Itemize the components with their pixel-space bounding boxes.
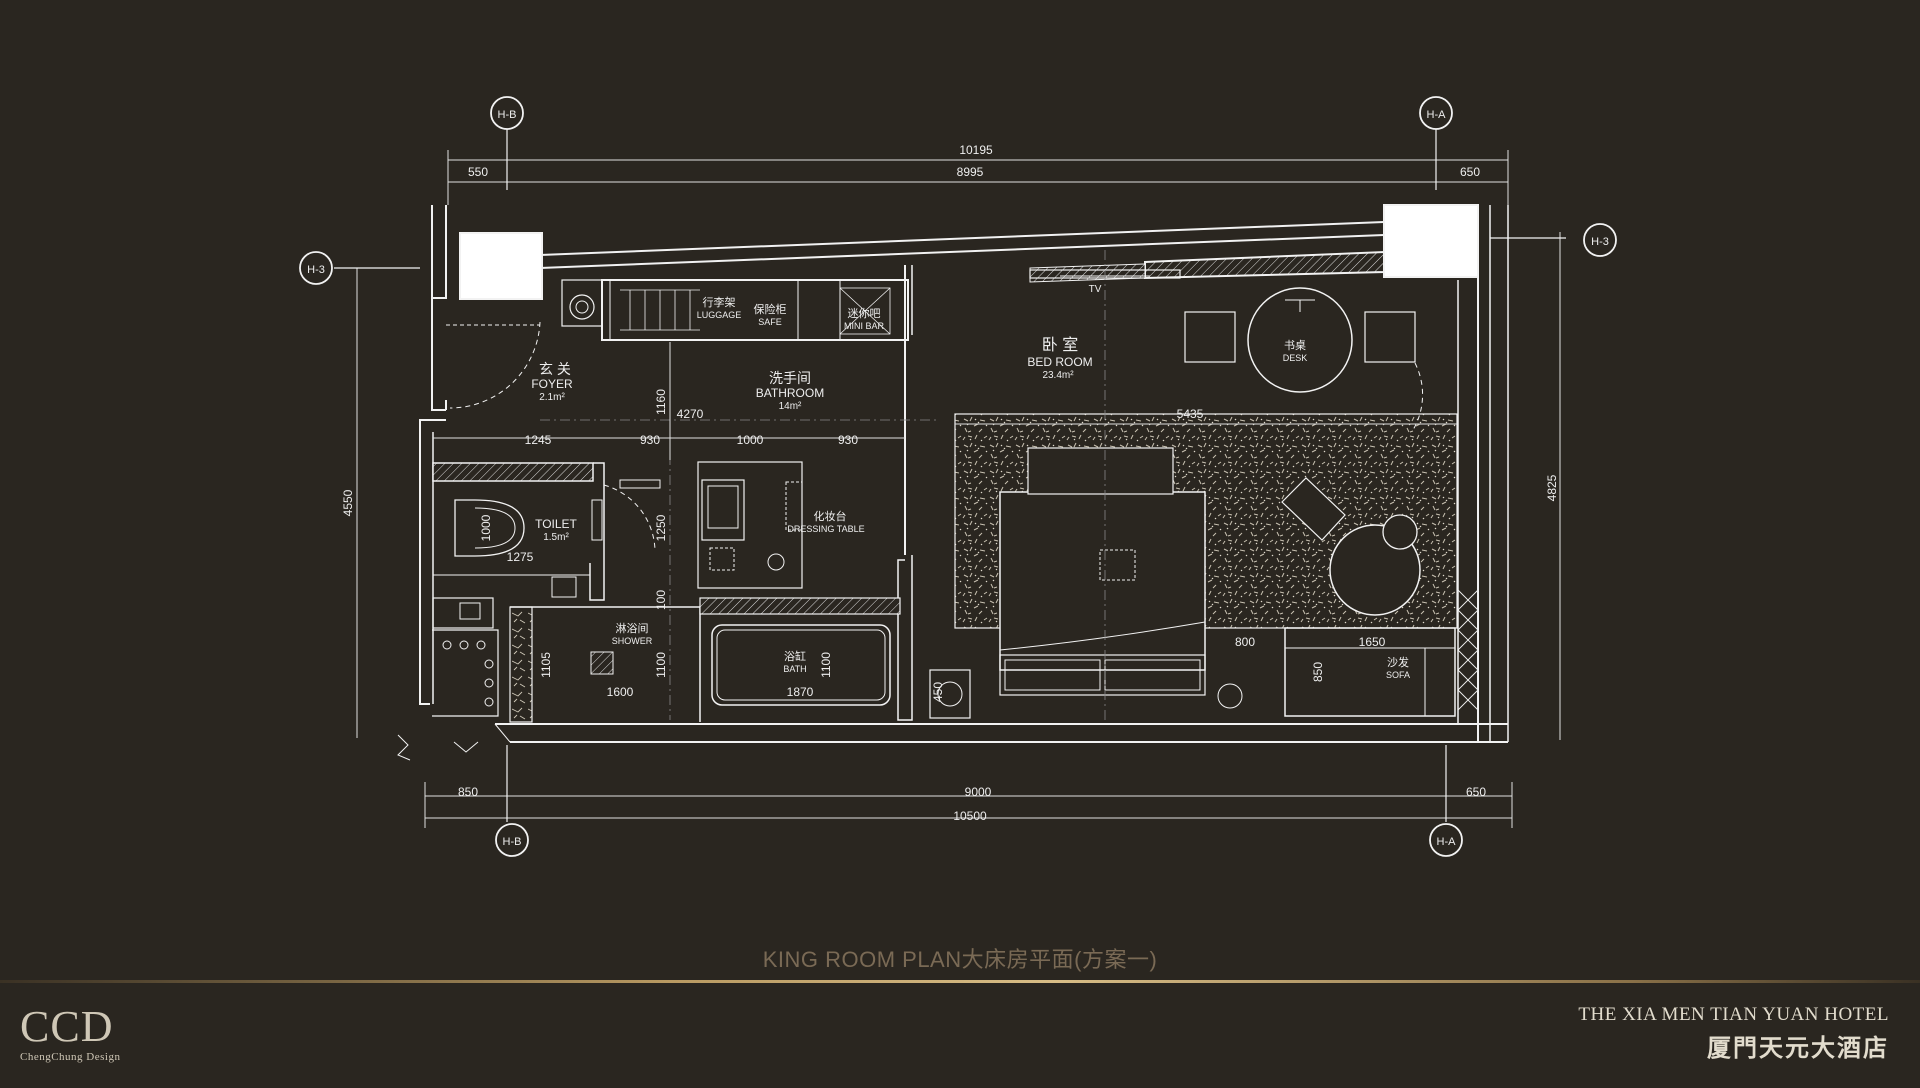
svg-text:H-B: H-B — [498, 109, 517, 121]
dim-4270: 4270 — [677, 407, 704, 421]
dim-1245: 1245 — [525, 433, 552, 447]
svg-text:H-A: H-A — [1427, 109, 1447, 121]
tv-label: TV — [1089, 284, 1102, 295]
dim-450: 450 — [931, 682, 945, 702]
svg-text:H-3: H-3 — [307, 264, 325, 276]
dim-bottom-mid: 9000 — [965, 785, 992, 799]
desk-label-en: DESK — [1283, 353, 1308, 363]
toilet-area: 1.5m² — [543, 532, 569, 543]
dim-930-b: 930 — [838, 433, 858, 447]
foyer-area: 2.1m² — [539, 392, 565, 403]
dim-bottom-right: 650 — [1466, 785, 1486, 799]
gold-divider — [0, 980, 1920, 983]
logo-sub: ChengChung Design — [20, 1051, 121, 1063]
dim-1160: 1160 — [654, 389, 668, 415]
grid-bubble-ha-bottom: H-A — [1429, 823, 1463, 857]
bedroom-area: 23.4m² — [1042, 370, 1074, 381]
dim-right-height: 4825 — [1545, 474, 1559, 501]
safe-label-cn: 保险柜 — [754, 302, 787, 316]
dim-top-total: 10195 — [959, 143, 993, 157]
dim-shower-1100: 1100 — [654, 652, 668, 678]
ccd-logo: CCD ChengChung Design — [20, 1002, 121, 1064]
grid-bubble-h3-left: H-3 — [299, 251, 333, 285]
dim-toilet-1000: 1000 — [479, 514, 493, 541]
walls — [397, 204, 1509, 761]
sofa-label-cn: 沙发 — [1387, 655, 1409, 669]
dim-100: 100 — [654, 590, 668, 610]
dim-bath-1100: 1100 — [819, 652, 833, 678]
bedroom-label-en: BED ROOM — [1027, 355, 1092, 369]
luggage-label-en: LUGGAGE — [697, 310, 742, 320]
dim-top-mid: 8995 — [957, 165, 984, 179]
dim-sofa-850: 850 — [1311, 662, 1325, 682]
safe-label-en: SAFE — [758, 317, 782, 327]
dim-left-height: 4550 — [341, 489, 355, 516]
logo-main: CCD — [20, 1002, 114, 1051]
sofa-label-en: SOFA — [1386, 670, 1410, 680]
bathroom-label-cn: 洗手间 — [769, 370, 811, 386]
dim-shower-1600: 1600 — [607, 685, 634, 699]
slide-title: KING ROOM PLAN大床房平面(方案一) — [762, 947, 1158, 972]
bedroom-label-cn: 卧 室 — [1042, 336, 1078, 354]
svg-text:H-A: H-A — [1437, 836, 1457, 848]
bath-label-en: BATH — [783, 664, 806, 674]
grid-bubble-hb-top: H-B — [490, 96, 524, 130]
dressing-label-cn: 化妆台 — [814, 509, 847, 523]
grid-bubble-ha-top: H-A — [1419, 96, 1453, 130]
dim-1000: 1000 — [737, 433, 764, 447]
dressing-label-en: DRESSING TABLE — [787, 524, 864, 534]
svg-text:H-3: H-3 — [1591, 236, 1609, 248]
grid-axes — [334, 128, 1566, 822]
dim-bath-1870: 1870 — [787, 685, 814, 699]
hotel-name: THE XIA MEN TIAN YUAN HOTEL 厦門天元大酒店 — [1578, 1004, 1889, 1063]
luggage-label-cn: 行李架 — [703, 295, 736, 309]
minibar-label-en: MINI BAR — [844, 321, 885, 331]
bathroom-area: 14m² — [779, 401, 802, 412]
svg-text:H-B: H-B — [503, 836, 522, 848]
dim-top-right: 650 — [1460, 165, 1480, 179]
dim-bottom-left: 850 — [458, 785, 478, 799]
shower-label-cn: 淋浴间 — [616, 622, 649, 635]
dim-bottom-total: 10500 — [953, 809, 987, 823]
bathroom-label-en: BATHROOM — [756, 386, 824, 400]
foyer-label-cn: 玄 关 — [539, 361, 571, 377]
dim-1250: 1250 — [654, 514, 668, 541]
desk-label-cn: 书桌 — [1284, 339, 1306, 352]
bath-label-cn: 浴缸 — [784, 649, 806, 663]
dim-800: 800 — [1235, 635, 1255, 649]
dim-930-a: 930 — [640, 433, 660, 447]
dim-shower-1105: 1105 — [539, 652, 553, 678]
dimension-lines — [356, 150, 1561, 828]
dim-1650: 1650 — [1359, 635, 1386, 649]
hotel-name-cn: 厦門天元大酒店 — [1707, 1036, 1889, 1062]
grid-bubble-hb-bottom: H-B — [495, 823, 529, 857]
foyer-label-en: FOYER — [531, 377, 573, 391]
dim-toilet-1275: 1275 — [507, 550, 534, 564]
dim-top-left: 550 — [468, 165, 488, 179]
hotel-name-en: THE XIA MEN TIAN YUAN HOTEL — [1578, 1004, 1889, 1025]
grid-bubble-h3-right: H-3 — [1583, 223, 1617, 257]
dim-5435: 5435 — [1177, 407, 1204, 421]
shower-label-en: SHOWER — [612, 636, 653, 646]
toilet-label-en: TOILET — [535, 517, 577, 531]
minibar-label-cn: 迷你吧 — [848, 307, 881, 320]
